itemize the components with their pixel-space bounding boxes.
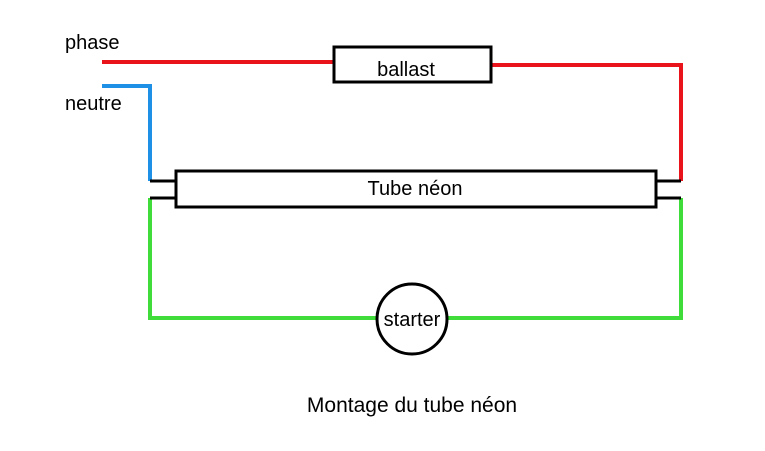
tube-label: Tube néon <box>368 178 463 200</box>
phase-wire-return <box>491 63 683 181</box>
diagram-caption: Montage du tube néon <box>307 394 517 417</box>
neutre-label: neutre <box>65 93 122 115</box>
tube-right-pins <box>656 179 681 200</box>
phase-label: phase <box>65 32 120 54</box>
neutral-wire <box>102 84 152 181</box>
ballast-label: ballast <box>377 59 435 81</box>
tube-left-pins <box>150 179 176 200</box>
ballast-box <box>332 45 493 84</box>
starter-circle <box>375 282 449 356</box>
starter-label: starter <box>384 309 441 331</box>
neon-tube <box>174 169 658 209</box>
